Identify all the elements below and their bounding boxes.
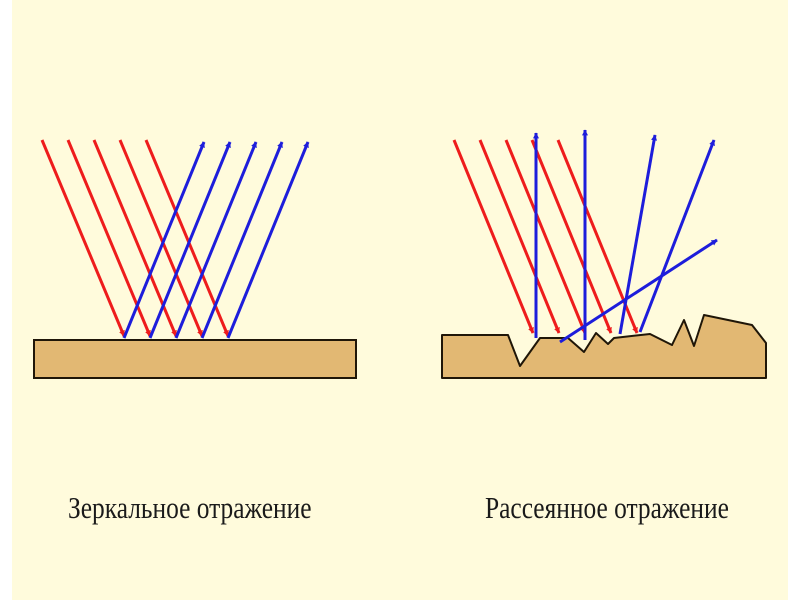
scattered-ray <box>559 238 718 344</box>
slide-background <box>12 0 788 600</box>
incident-ray <box>504 139 587 334</box>
rough-surface <box>441 314 767 379</box>
diffuse-reflection-caption: Рассеянное отражение <box>485 490 729 525</box>
incident-ray <box>118 139 204 337</box>
incident-ray <box>452 139 535 334</box>
incident-ray <box>92 139 178 337</box>
incident-ray <box>478 139 561 334</box>
reflected-ray <box>200 141 284 339</box>
scattered-rays <box>533 129 718 344</box>
reflected-ray <box>148 141 232 339</box>
diffuse-reflection-figure <box>441 129 767 379</box>
reflected-ray <box>174 141 258 339</box>
specular-reflection-figure <box>33 139 357 379</box>
reflected-rays <box>122 141 310 339</box>
incident-ray <box>144 139 230 337</box>
smooth-surface <box>33 339 357 379</box>
scattered-ray <box>638 139 716 333</box>
incident-ray <box>530 139 613 334</box>
incident-ray <box>40 139 126 337</box>
incident-rays <box>40 139 230 337</box>
incident-ray <box>66 139 152 337</box>
reflected-ray <box>226 141 310 339</box>
reflected-ray <box>122 141 206 339</box>
specular-reflection-caption: Зеркальное отражение <box>68 490 312 525</box>
